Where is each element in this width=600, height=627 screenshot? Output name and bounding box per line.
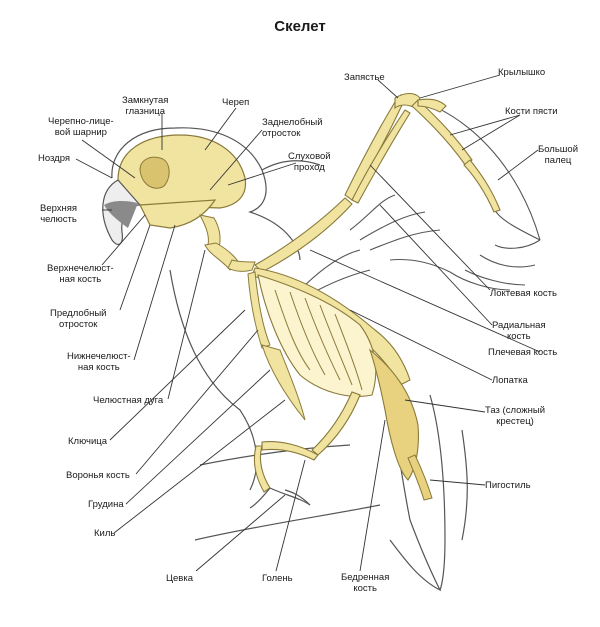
branch <box>195 505 380 540</box>
label-maxilla: Верхнечелюст-ная кость <box>47 263 114 285</box>
label-tibia: Голень <box>262 573 293 584</box>
ulna-radius <box>345 102 402 200</box>
neck-vertebrae <box>200 215 255 271</box>
tail-feather-edge <box>462 430 467 540</box>
label-craniofacial-hinge: Черепно-лице-вой шарнир <box>48 116 114 138</box>
label-skull: Череп <box>222 97 249 108</box>
wing-feathers <box>300 95 540 300</box>
label-alula: Крылышко <box>498 67 545 78</box>
label-nostril: Ноздря <box>38 153 70 164</box>
torso <box>248 268 432 500</box>
label-wrist: Запястье <box>344 72 385 83</box>
label-scapula: Лопатка <box>492 375 528 386</box>
label-metacarpals: Кости пясти <box>505 106 558 117</box>
digit <box>464 160 500 212</box>
radius-2 <box>352 110 410 203</box>
label-humerus: Плечевая кость <box>488 347 557 358</box>
label-clavicle: Ключица <box>68 436 107 447</box>
feet <box>250 488 310 508</box>
label-keel: Киль <box>94 528 115 539</box>
label-sternum: Грудина <box>88 499 124 510</box>
label-jugal-arch: Челюстная дуга <box>93 395 163 406</box>
tibia <box>262 442 318 460</box>
humerus <box>255 198 352 272</box>
label-coracoid: Воронья кость <box>66 470 130 481</box>
label-mandible: Нижнечелюст-ная кость <box>67 351 131 373</box>
pygostyle <box>408 455 432 500</box>
label-pygostyle: Пигостиль <box>485 480 531 491</box>
label-tarsometatarsus: Цевка <box>166 573 193 584</box>
label-ulna: Локтевая кость <box>490 288 557 299</box>
legs <box>254 392 360 492</box>
tail-outline-2 <box>430 395 445 590</box>
